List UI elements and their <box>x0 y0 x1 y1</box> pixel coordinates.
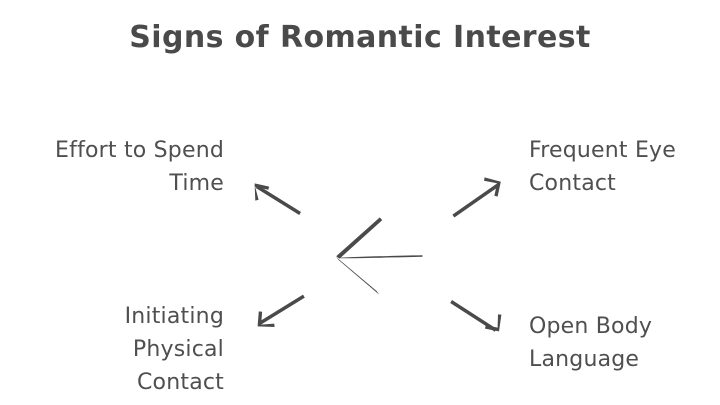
center-arrow-head-lower <box>336 257 380 295</box>
center-left-arrow <box>336 217 423 295</box>
center-arrow-shaft <box>336 255 423 259</box>
node-label-top-right: Frequent Eye Contact <box>529 138 677 196</box>
arrow-down-right-head <box>485 314 502 332</box>
arrow-down-left-head <box>257 311 275 327</box>
arrow-up-right <box>452 177 501 218</box>
node-label-bottom-left: Initiating Physical Contact <box>124 304 224 395</box>
center-arrow-head-upper <box>336 217 383 259</box>
arrow-down-right-shaft <box>450 300 497 332</box>
arrow-up-right-shaft <box>452 183 500 218</box>
arrow-down-right <box>450 300 502 332</box>
arrow-down-left <box>257 294 305 327</box>
arrow-up-left-shaft <box>255 185 301 215</box>
node-label-top-left: Effort to Spend Time <box>55 138 224 196</box>
arrow-down-left-shaft <box>259 294 305 325</box>
arrow-up-left-head <box>254 183 270 201</box>
arrow-up-right-head <box>484 177 501 197</box>
node-label-bottom-right: Open Body Language <box>529 314 653 372</box>
arrow-up-left <box>254 183 301 215</box>
page-title: Signs of Romantic Interest <box>129 20 591 55</box>
